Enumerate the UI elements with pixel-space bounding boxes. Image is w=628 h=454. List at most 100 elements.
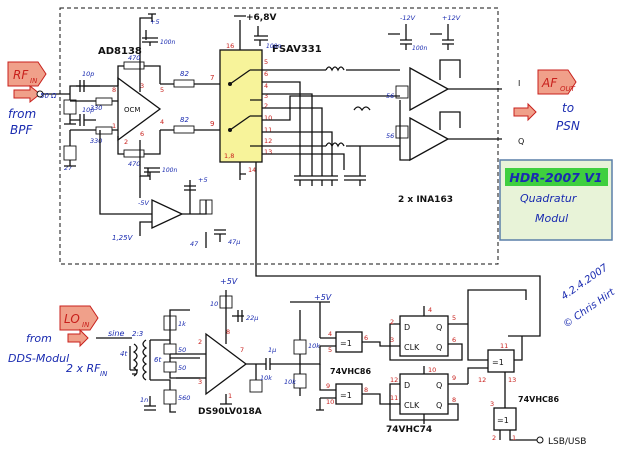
ad-pin4: 4 [160,118,164,126]
r56b-label: 56 [386,132,394,140]
ff-pin3: 3 [390,336,394,344]
r10ka-label: 10k [260,374,272,382]
flipflop-2 [399,373,449,415]
ds-pin7: 7 [240,346,244,354]
c22u-label: 22µ [246,314,258,322]
from-dds-1: from [26,332,52,345]
ff-pin9: 9 [452,374,456,382]
v68-label: +6,8V [246,13,276,23]
r-470-a [123,61,145,70]
title-highlight [505,168,608,186]
xc-pin12: 12 [478,376,486,384]
fsav-pin11: 11 [264,126,272,134]
r82b-label: 82 [180,116,189,124]
r50b-label: 50 [178,364,186,372]
c1-label: 10p [82,70,94,78]
r50-label: 50 Ω [40,92,57,100]
r47-label: 47 [190,240,199,248]
title-line2: Modul [535,212,568,225]
from-bpf-2: BPF [10,123,33,137]
r-470-b [123,149,145,158]
r10in-label: 10 [210,300,218,308]
fsav-pin2: 2 [264,102,268,110]
hc86b-label: 74VHC86 [518,395,559,404]
xor-d-sym: =1 [497,416,509,425]
fsav-pin10: 10 [264,114,272,122]
af-out-arrow [513,102,537,122]
to-psn-1: to [562,101,574,115]
r470b-label: 470 [128,160,140,168]
r82a-label: 82 [180,70,189,78]
m12-label: -12V [400,14,416,22]
r-330-b [95,126,113,135]
xc-pin11: 11 [500,342,508,350]
ff1-q: Q [436,323,442,332]
r-50 [63,99,77,115]
fsav-pin13: 13 [264,148,272,156]
c1n-label: 1n [140,396,148,404]
xd-pin3: 3 [490,400,494,408]
fsav-pin9: 9 [210,120,214,128]
af-out-flag [537,69,577,95]
hc86a-label: 74VHC86 [330,367,371,376]
c47u-label: 47µ [228,238,240,246]
ad-pin1: 1 [112,122,116,130]
fsav-pin4: 4 [264,82,268,90]
ad8138-opamp [117,76,162,142]
c1u-label: 1µ [268,346,276,354]
c100n-c: 100n [266,43,281,50]
from-dds-2: DDS-Modul [8,352,69,365]
ds-pin8: 8 [226,328,230,336]
module-outline [59,7,499,265]
out-q: Q [518,137,524,146]
xc-pin13: 13 [508,376,516,384]
ff-pin6: 6 [452,336,456,344]
r56a-label: 56 [386,92,394,100]
m5-label: -5V [138,199,149,207]
lsb-usb-label: LSB/USB [548,437,586,447]
flipflop-1 [399,315,449,357]
ff-pin8: 8 [452,396,456,404]
r330a-label: 330 [90,104,102,112]
ds90-label: DS90LV018A [198,407,262,417]
lo-in-arrow [67,328,89,348]
fsav-pin6: 6 [264,70,268,78]
r-10k-a [249,379,263,393]
ad-pin8: 8 [112,86,116,94]
ds-pin2: 2 [198,338,202,346]
lsb-usb-connector [536,436,544,444]
sine-label: sine [108,329,124,338]
p5-c: +5V [220,277,238,286]
rf-in-label: RF [13,68,29,82]
r560-label: 560 [178,394,190,402]
two-rf: 2 x RF [66,362,101,375]
ff2-d: D [404,381,410,390]
lo-in-label: LO [64,312,80,326]
c100n-b: 100n [162,167,177,174]
fsav-pin18: 1,8 [224,152,234,160]
r-50-b [163,361,177,373]
r10kb-label: 10k [308,342,320,350]
sw-a-pivot [228,82,232,86]
ad8138-label: AD8138 [98,46,142,57]
r-10k-b [293,339,307,355]
ff1-d: D [404,323,410,332]
ff2-qb: Q [436,401,442,410]
fsav331-chip [219,49,263,163]
ds-pin1: 1 [228,392,232,400]
ds-pin3: 3 [198,378,202,386]
rf-in-flag [7,61,47,87]
xa-pin5: 5 [328,346,332,354]
vref-buffer [151,198,184,230]
c100n-a: 100n [160,39,175,46]
xd-pin2: 2 [492,434,496,442]
ff-pin11: 11 [390,394,398,402]
xor-c-sym: =1 [492,358,504,367]
r-560 [163,389,177,405]
ocm-label: OCM [124,106,140,114]
lo-in-flag [59,305,99,331]
tr-a: 4t [120,350,127,358]
rf-in-arrow [13,84,41,104]
r-50-a [163,343,177,355]
